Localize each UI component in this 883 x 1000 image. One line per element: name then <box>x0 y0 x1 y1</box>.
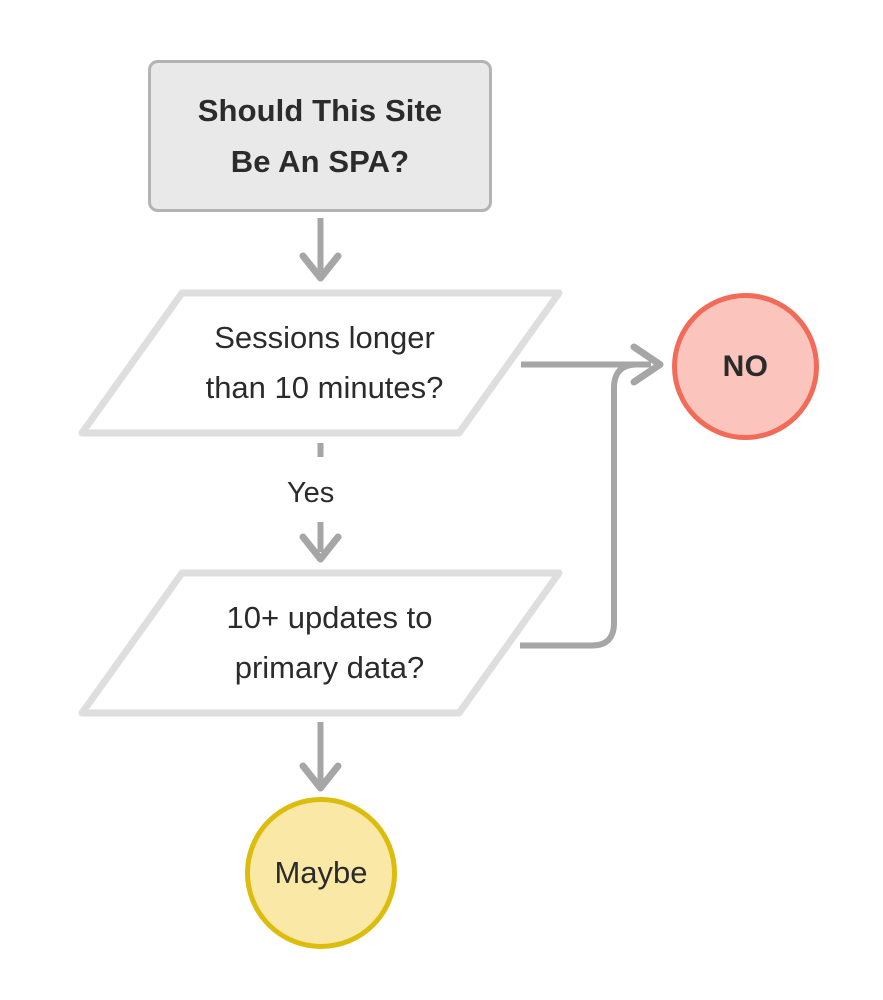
node-terminal-no-label: NO <box>722 349 769 383</box>
node-start-label: Should This Site Be An SPA? <box>197 93 443 179</box>
node-decision-updates[interactable]: 10+ updates to primary data? <box>78 569 563 717</box>
edge-decision2-to-maybe <box>299 722 342 792</box>
node-terminal-maybe-label: Maybe <box>274 855 368 890</box>
node-decision-updates-label: 10+ updates to primary data? <box>226 600 433 685</box>
parallelogram-shape <box>78 289 563 437</box>
edge-label-yes: Yes <box>287 477 335 509</box>
edge-start-to-decision1 <box>299 218 342 282</box>
node-terminal-maybe[interactable]: Maybe <box>245 797 397 949</box>
arrowhead-to-no <box>630 343 664 386</box>
node-terminal-no[interactable]: NO <box>672 293 819 440</box>
parallelogram-shape <box>78 569 563 717</box>
node-start[interactable]: Should This Site Be An SPA? <box>148 60 492 212</box>
node-decision-sessions[interactable]: Sessions longer than 10 minutes? <box>78 289 563 437</box>
node-decision-sessions-label: Sessions longer than 10 minutes? <box>205 320 444 405</box>
